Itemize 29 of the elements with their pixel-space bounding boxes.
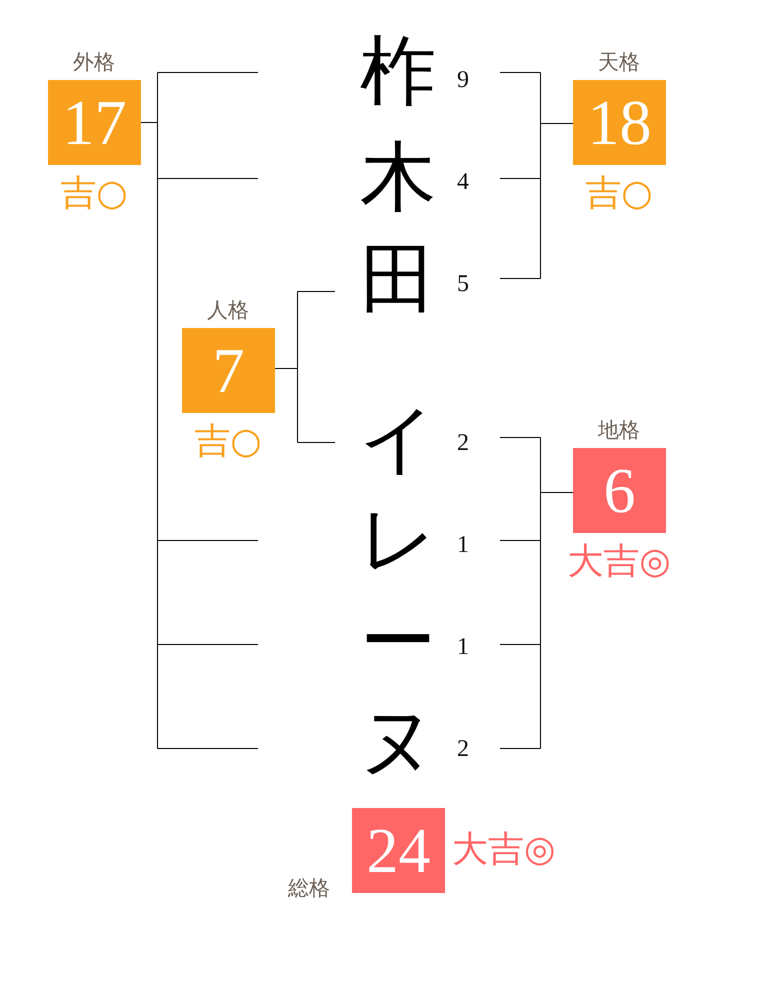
name-character: 柞 <box>360 32 436 112</box>
fortune-label: 大吉◎ <box>567 542 671 582</box>
name-character: ヌ <box>359 702 437 782</box>
fortune-label: 吉○ <box>194 422 262 462</box>
score-box: 7 <box>182 328 275 413</box>
fortune-label: 吉○ <box>60 174 128 214</box>
name-character: レ <box>359 500 437 580</box>
name-character: 木 <box>360 138 436 218</box>
stroke-count: 1 <box>457 531 469 559</box>
stroke-count: 4 <box>457 168 469 196</box>
stroke-count: 5 <box>457 270 469 298</box>
stroke-count: 9 <box>457 66 469 94</box>
score-box: 18 <box>573 80 666 165</box>
grade-label: 外格 <box>73 50 115 74</box>
score-box: 24 <box>352 808 445 893</box>
stroke-count: 2 <box>457 735 469 763</box>
grade-label: 天格 <box>598 50 640 74</box>
grade-label: 総格 <box>288 876 330 900</box>
score-box: 17 <box>48 80 141 165</box>
stroke-count: 1 <box>457 633 469 661</box>
grade-label: 人格 <box>207 298 249 322</box>
score-box: 6 <box>573 448 666 533</box>
name-character: イ <box>359 400 437 480</box>
fortune-label: 大吉◎ <box>452 830 556 870</box>
fortune-label: 吉○ <box>585 174 653 214</box>
name-character: 田 <box>360 240 436 320</box>
grade-label: 地格 <box>598 418 640 442</box>
stroke-count: 2 <box>457 429 469 457</box>
name-character: ー <box>360 602 436 682</box>
